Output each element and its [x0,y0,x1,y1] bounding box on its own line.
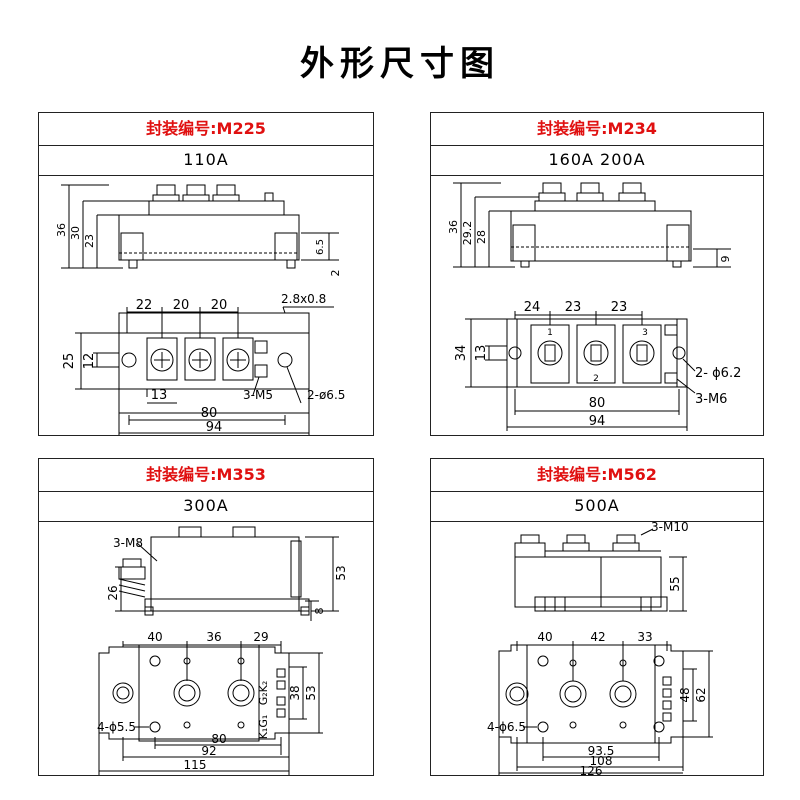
dim-label: 94 [589,414,606,429]
dim-label: 40 [537,630,552,644]
side-view [453,182,731,268]
current-rating: 110A [39,145,373,176]
top-view [465,311,696,431]
dim-label: 36 [206,630,221,644]
dim-label: 13 [474,345,489,362]
dim-label: 20 [211,298,228,313]
dim-label: 26 [106,585,120,600]
terminal-label: K₁G₁ [257,715,270,740]
dim-label: 62 [694,687,708,702]
dim-label: 40 [147,630,162,644]
side-view [61,184,339,269]
panel-m562: 封装编号:M562 500A 3-M10 55 [430,458,764,776]
dim-label: 42 [590,630,605,644]
top-view [98,641,323,775]
dim-label: 12 [82,353,97,370]
dim-label: 80 [589,396,606,411]
screw-label: 3-M8 [113,536,143,550]
dim-label: 33 [637,630,652,644]
outline-drawing-m234: 36 29.2 28 9 [447,182,741,431]
dim-label: 53 [334,565,348,580]
pin-label: 2 [593,374,599,384]
dim-label: 25 [62,353,77,370]
current-rating: 500A [431,491,763,522]
page-title: 外形尺寸图 [300,44,500,84]
dim-label: 48 [678,687,692,702]
hole-label: 4-ϕ5.5 [97,720,136,734]
dim-label: 6.5 [315,239,326,255]
hole-label: 2- ϕ6.2 [695,366,741,381]
dim-label: 108 [590,754,613,768]
package-label: 封装编号:M562 [431,459,763,492]
top-view [498,641,713,775]
package-label: 封装编号:M353 [39,459,373,492]
screw-label: 3-M5 [243,388,273,402]
hole-label: 2-ø6.5 [307,388,345,402]
terminal-label: G₂K₂ [257,681,270,706]
dim-label: 9 [719,256,732,263]
current-rating: 160A 200A [431,145,763,176]
dim-label: 29 [253,630,268,644]
dim-label: 80 [211,732,226,746]
hole-label: 4-ϕ6.5 [487,720,526,734]
panel-m225: 封装编号:M225 110A 36 30 23 6.5 [38,112,374,436]
dim-label: 23 [83,234,96,248]
dim-label: 55 [668,576,682,591]
pin-label: 3 [642,328,648,338]
screw-label: 3-M10 [651,521,689,534]
outline-drawing-m353: 3-M8 26 53 8 [97,526,348,775]
side-view [115,526,339,621]
dim-label: 36 [55,223,68,237]
panel-m234: 封装编号:M234 160A 200A 36 29.2 28 9 [430,112,764,436]
dim-label: 20 [173,298,190,313]
dim-label: 34 [454,345,469,362]
outline-drawing-m225: 36 30 23 6.5 2 [55,184,345,435]
top-view [75,306,334,435]
dim-label: 115 [184,758,207,772]
dim-label: 22 [136,298,153,313]
dim-label: 94 [206,420,223,435]
package-label: 封装编号:M225 [39,113,373,146]
dim-label: 126 [580,764,603,775]
dim-label: 23 [611,300,628,315]
dim-label: 38 [288,685,302,700]
dim-label: 13 [151,388,168,403]
outline-drawing-m562: 3-M10 55 [487,521,713,775]
dim-label: 80 [201,406,218,421]
current-rating: 300A [39,491,373,522]
pin-label: 1 [547,328,553,338]
panel-m353: 封装编号:M353 300A 3-M8 26 53 8 [38,458,374,776]
dim-label: 28 [475,230,488,244]
dim-label: 24 [524,300,541,315]
terminal-label: 2.8x0.8 [281,292,326,306]
dim-label: 53 [304,685,318,700]
side-view [514,528,687,612]
dim-label: 36 [447,220,460,234]
dim-label: 92 [201,744,216,758]
dim-label: 93.5 [588,744,615,758]
package-label: 封装编号:M234 [431,113,763,146]
dim-label: 30 [69,226,82,240]
dim-label: 2 [329,270,342,277]
dim-label: 23 [565,300,582,315]
dim-label: 29.2 [461,221,474,246]
dim-label: 8 [313,608,326,615]
screw-label: 3-M6 [695,392,727,407]
